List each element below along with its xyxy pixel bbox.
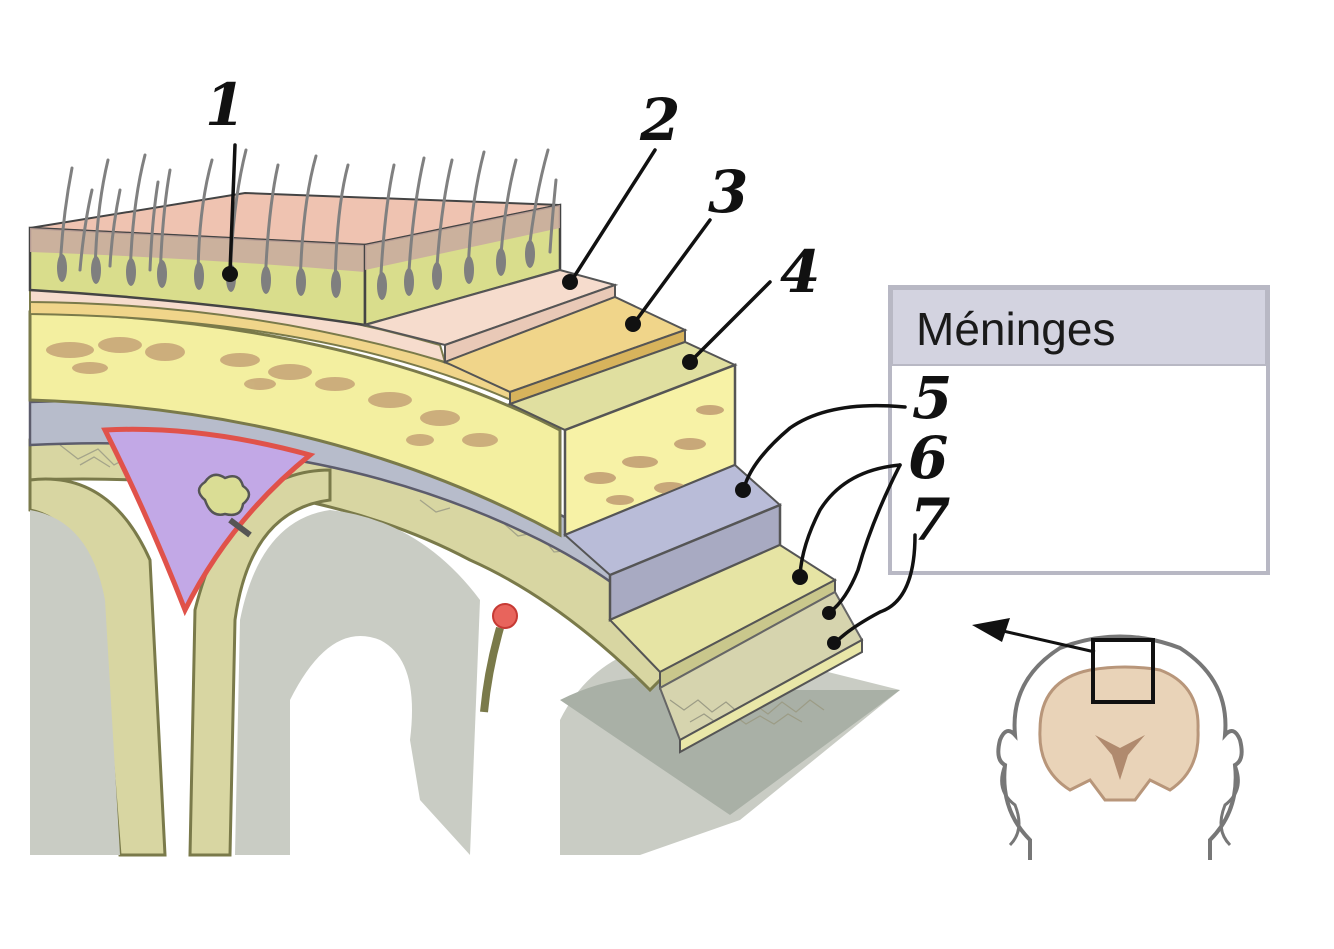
leader-6a [798, 463, 902, 577]
diploe-spots [46, 337, 498, 447]
head-ear-left [1000, 764, 1021, 847]
leader-2 [570, 148, 657, 282]
leader-7 [834, 533, 917, 644]
label-7: 7 [910, 486, 950, 554]
skull-bone [28, 310, 562, 538]
leader-4 [690, 280, 772, 362]
arachnoid-granulation [197, 473, 251, 517]
pointer-5 [735, 482, 751, 498]
pointer-4 [682, 354, 698, 370]
scalp-side-skin [365, 205, 560, 270]
gyrus-notch [290, 636, 470, 855]
pointer-7 [827, 636, 841, 650]
step-pia-top [679, 638, 863, 754]
pointer-3 [625, 316, 641, 332]
inset-brain [1038, 665, 1200, 802]
pointer-6b [822, 606, 836, 620]
label-1: 1 [205, 71, 245, 139]
inset-arrow-line [989, 626, 1096, 654]
inset-arrow-head [972, 618, 1010, 642]
pointer-6a [792, 569, 808, 585]
label-3: 3 [708, 158, 748, 226]
inset-head [972, 618, 1244, 860]
gyrus-white-left [30, 510, 120, 855]
head-outline [996, 634, 1244, 860]
pointer-2 [562, 274, 578, 290]
hair-follicles [57, 240, 535, 300]
blood-vessel [492, 603, 518, 629]
leader-3 [633, 218, 712, 324]
leader-1 [228, 143, 237, 274]
pointer-1 [222, 266, 238, 282]
granulation-stalk [228, 517, 252, 538]
inset-brain-ventricles [1095, 735, 1145, 780]
head-ear-right [1219, 764, 1240, 847]
label-6: 6 [908, 424, 948, 492]
legend-title: Méninges [916, 303, 1115, 355]
inset-zoom-box [1091, 638, 1155, 704]
brain-cortex-deep [560, 677, 900, 815]
legend-header [891, 288, 1267, 366]
leader-6b [828, 463, 902, 614]
label-2: 2 [639, 86, 680, 154]
leader-5 [742, 403, 907, 490]
label-4: 4 [780, 238, 820, 306]
label-5: 5 [912, 364, 952, 432]
sulcus-vessel-stalk [480, 626, 504, 713]
